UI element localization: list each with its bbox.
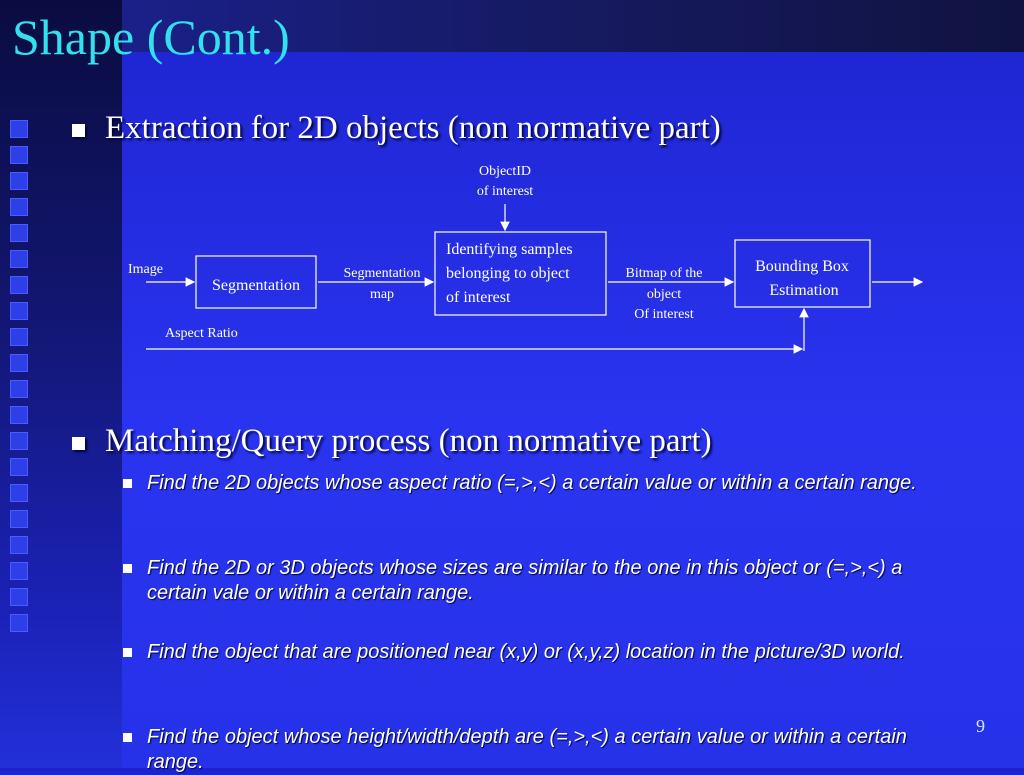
- decor-square: [10, 562, 28, 580]
- decor-square: [10, 588, 28, 606]
- decor-square: [10, 432, 28, 450]
- list-item-text: Find the 2D objects whose aspect ratio (…: [147, 472, 917, 494]
- bullet-square-icon: [72, 437, 85, 450]
- decor-square: [10, 224, 28, 242]
- segmentation-box: [195, 255, 317, 309]
- decor-square: [10, 406, 28, 424]
- decor-square: [10, 120, 28, 138]
- decor-square: [10, 380, 28, 398]
- identify-label-line2: belonging to object: [446, 265, 570, 282]
- side-panel: [0, 0, 122, 768]
- aspect-ratio-label: Aspect Ratio: [165, 326, 238, 341]
- section-heading-text: Matching/Query process (non normative pa…: [105, 423, 712, 459]
- bullet-square-icon: [123, 733, 132, 742]
- list-item: Find the 2D or 3D objects whose sizes ar…: [123, 556, 958, 606]
- objectid-label-line2: of interest: [477, 184, 533, 199]
- bitmap-label-line1: Bitmap of the: [626, 266, 703, 281]
- list-item-text: Find the 2D or 3D objects whose sizes ar…: [147, 557, 903, 604]
- page-number: 9: [976, 716, 985, 736]
- slide-title: Shape (Cont.): [12, 9, 290, 65]
- top-band: [122, 0, 1024, 52]
- identify-samples-box: [434, 231, 607, 316]
- decor-square: [10, 198, 28, 216]
- bullet-square-icon: [123, 648, 132, 657]
- section-extraction-heading: Extraction for 2D objects (non normative…: [72, 110, 721, 146]
- segmentation-box-label: Segmentation: [212, 277, 300, 294]
- decor-square: [10, 536, 28, 554]
- list-item: Find the object that are positioned near…: [123, 640, 958, 665]
- section-matching-heading: Matching/Query process (non normative pa…: [72, 423, 712, 459]
- decor-square: [10, 250, 28, 268]
- objectid-label-line1: ObjectID: [479, 164, 531, 179]
- segmap-label-line2: map: [370, 287, 394, 302]
- bullet-square-icon: [72, 124, 85, 137]
- image-label: Image: [128, 262, 163, 277]
- decor-square: [10, 172, 28, 190]
- decor-square: [10, 510, 28, 528]
- decor-square: [10, 458, 28, 476]
- identify-label-line1: Identifying samples: [446, 241, 573, 258]
- decor-square: [10, 614, 28, 632]
- bullet-square-icon: [123, 479, 132, 488]
- decor-square: [10, 354, 28, 372]
- decor-square: [10, 328, 28, 346]
- decor-square: [10, 276, 28, 294]
- bbox-label-line2: Estimation: [769, 282, 838, 299]
- bullet-square-icon: [123, 564, 132, 573]
- bitmap-label-line2: object: [647, 287, 681, 302]
- decor-square: [10, 484, 28, 502]
- section-heading-text: Extraction for 2D objects (non normative…: [105, 110, 721, 146]
- decor-square: [10, 302, 28, 320]
- list-item: Find the 2D objects whose aspect ratio (…: [123, 471, 958, 496]
- segmap-label-line1: Segmentation: [344, 266, 421, 281]
- list-item-text: Find the object that are positioned near…: [147, 641, 905, 663]
- bounding-box-estimation-box: [734, 239, 871, 308]
- bitmap-label-line3: Of interest: [634, 307, 694, 322]
- decor-square: [10, 146, 28, 164]
- bbox-label-line1: Bounding Box: [755, 258, 849, 275]
- identify-label-line3: of interest: [446, 289, 511, 306]
